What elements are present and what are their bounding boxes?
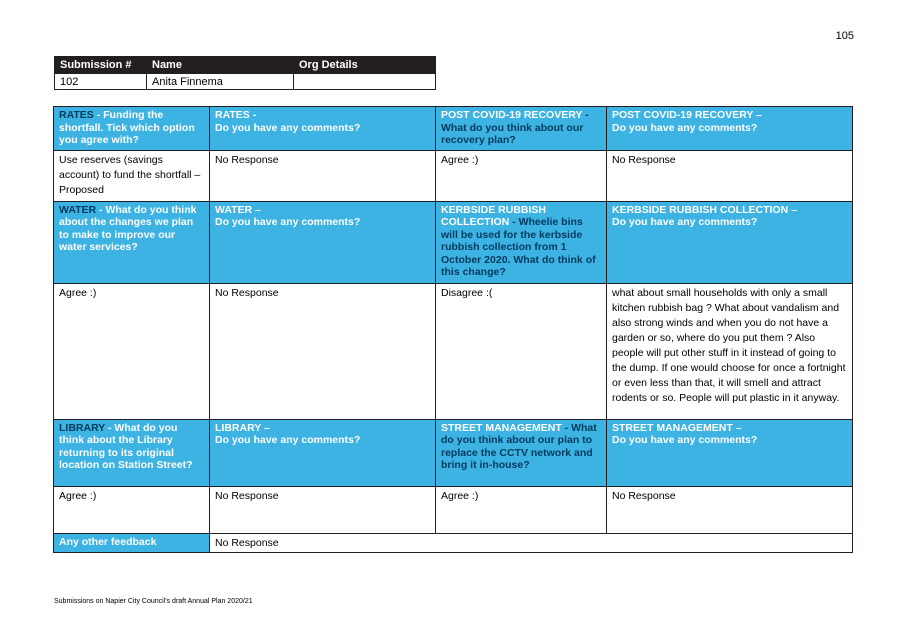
submission-number: 102 (54, 73, 147, 90)
water-comments-answer: No Response (209, 282, 436, 420)
rates-funding-question: RATES - Funding the shortfall. Tick whic… (53, 106, 210, 151)
name-header: Name (146, 56, 294, 74)
street-management-comments-answer: No Response (606, 485, 853, 534)
page-number: 105 (835, 30, 854, 42)
street-management-comments-question: STREET MANAGEMENT –Do you have any comme… (606, 418, 853, 487)
submitter-name: Anita Finnema (146, 73, 294, 90)
water-question-row: WATER - What do you think about the chan… (53, 200, 853, 284)
library-answer-row: Agree :) No Response Agree :) No Respons… (53, 485, 853, 534)
other-feedback-label: Any other feedback (53, 532, 210, 553)
library-comments-question: LIBRARY –Do you have any comments? (209, 418, 436, 487)
rates-comments-answer: No Response (209, 149, 436, 202)
submission-table: Submission # Name Org Details 102 Anita … (54, 56, 436, 90)
rates-funding-answer: Use reserves (savings account) to fund t… (53, 149, 210, 202)
water-changes-answer: Agree :) (53, 282, 210, 420)
recovery-plan-question: POST COVID-19 RECOVERY - What do you thi… (435, 106, 607, 151)
submission-header-row: Submission # Name Org Details (54, 56, 436, 74)
water-changes-question: WATER - What do you think about the chan… (53, 200, 210, 284)
library-comments-answer: No Response (209, 485, 436, 534)
library-question-row: LIBRARY - What do you think about the Li… (53, 418, 853, 487)
kerbside-change-question: KERBSIDE RUBBISH COLLECTION - Wheelie bi… (435, 200, 607, 284)
library-location-answer: Agree :) (53, 485, 210, 534)
org-details-header: Org Details (293, 56, 436, 74)
org-details (293, 73, 436, 90)
recovery-plan-answer: Agree :) (435, 149, 607, 202)
questions-table: RATES - Funding the shortfall. Tick whic… (53, 106, 853, 553)
kerbside-comments-question: KERBSIDE RUBBISH COLLECTION –Do you have… (606, 200, 853, 284)
water-comments-question: WATER –Do you have any comments? (209, 200, 436, 284)
street-management-answer: Agree :) (435, 485, 607, 534)
other-feedback-row: Any other feedback No Response (53, 532, 853, 553)
rates-comments-question: RATES -Do you have any comments? (209, 106, 436, 151)
rates-funding-title: RATES (59, 109, 94, 121)
library-location-question: LIBRARY - What do you think about the Li… (53, 418, 210, 487)
kerbside-comments-answer: what about small households with only a … (606, 282, 853, 420)
kerbside-change-answer: Disagree :( (435, 282, 607, 420)
water-answer-row: Agree :) No Response Disagree :( what ab… (53, 282, 853, 420)
recovery-comments-answer: No Response (606, 149, 853, 202)
submission-number-header: Submission # (54, 56, 147, 74)
rates-question-row: RATES - Funding the shortfall. Tick whic… (53, 106, 853, 151)
submission-value-row: 102 Anita Finnema (54, 73, 436, 90)
other-feedback-answer: No Response (209, 532, 853, 553)
rates-answer-row: Use reserves (savings account) to fund t… (53, 149, 853, 202)
recovery-comments-question: POST COVID-19 RECOVERY –Do you have any … (606, 106, 853, 151)
page-footer: Submissions on Napier City Council's dra… (54, 598, 253, 605)
street-management-question: STREET MANAGEMENT - What do you think ab… (435, 418, 607, 487)
